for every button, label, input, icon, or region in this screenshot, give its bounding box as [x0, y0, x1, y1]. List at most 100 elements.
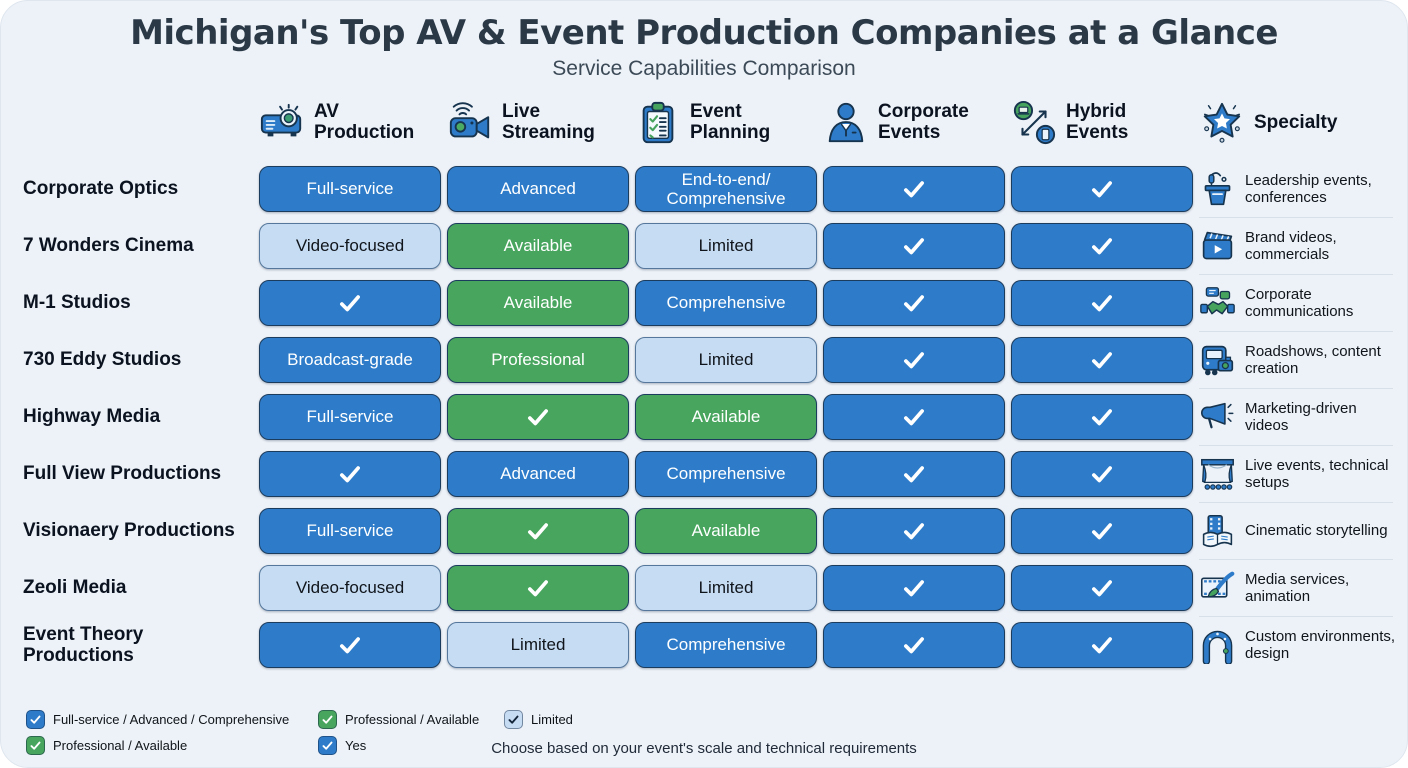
check-icon [1089, 233, 1115, 259]
capability-cell: Comprehensive [635, 451, 817, 497]
specialty-text: Media services, animation [1245, 570, 1350, 605]
legend-checkbox-icon [504, 710, 523, 729]
capability-cell-text: Comprehensive [666, 635, 786, 655]
capability-cell [823, 280, 1005, 326]
specialty-text: Live events, technical setups [1245, 456, 1389, 491]
capability-cell-text: Advanced [500, 179, 576, 199]
specialty-text: Corporate communications [1245, 285, 1354, 320]
check-icon [337, 290, 363, 316]
capability-cell [447, 508, 629, 554]
capability-cell: Professional [447, 337, 629, 383]
check-icon [901, 290, 927, 316]
company-label: Corporate Optics [23, 178, 179, 200]
capability-cell-text: Limited [510, 635, 566, 655]
specialty-cell: Corporate communications [1199, 280, 1403, 332]
capability-cell-text: Full-service [306, 179, 394, 199]
page-subtitle: Service Capabilities Comparison [552, 57, 856, 80]
column-header-live-streaming: Live Streaming [447, 100, 629, 146]
legend-checkbox-icon [26, 710, 45, 729]
check-icon [525, 404, 551, 430]
capability-cell-text: End-to-end/ Comprehensive [666, 169, 786, 208]
capability-cell [447, 394, 629, 440]
legend-label: Yes [345, 738, 367, 753]
check-icon [1089, 176, 1115, 202]
capability-cell: Advanced [447, 451, 629, 497]
check-icon [1089, 290, 1115, 316]
column-header-label: Event Planning [690, 101, 771, 143]
video-camera-icon [447, 100, 493, 146]
projector-icon [259, 100, 305, 146]
capability-cell [1011, 280, 1193, 326]
company-label: 7 Wonders Cinema [23, 235, 194, 257]
column-header-label: Specialty [1254, 111, 1338, 133]
check-icon [29, 713, 42, 726]
capability-cell-text: Professional [491, 350, 585, 370]
capability-cell [1011, 223, 1193, 269]
company-label: M-1 Studios [23, 292, 131, 314]
check-icon [321, 713, 334, 726]
legend-label: Professional / Available [53, 738, 188, 753]
capability-cell-text: Video-focused [295, 236, 405, 256]
podium-icon [1199, 171, 1236, 208]
check-icon [1089, 347, 1115, 373]
capability-cell [823, 166, 1005, 212]
company-label: Visionaery Productions [23, 520, 235, 542]
specialty-cell: Roadshows, content creation [1199, 337, 1403, 389]
column-header-label: Live Streaming [502, 101, 595, 143]
capability-cell [1011, 394, 1193, 440]
capability-cell-text: Available [503, 293, 573, 313]
check-icon [901, 176, 927, 202]
comparison-table: AV Production Live Streaming Event Plannin… [1, 81, 1407, 668]
capability-cell: Limited [635, 223, 817, 269]
capability-cell-text: Comprehensive [666, 293, 786, 313]
capability-cell [823, 451, 1005, 497]
capability-cell: Available [635, 508, 817, 554]
capability-cell [1011, 565, 1193, 611]
capability-cell [259, 622, 441, 668]
capability-cell [823, 508, 1005, 554]
check-icon [1089, 575, 1115, 601]
legend-item: Yes [318, 736, 504, 755]
capability-cell [823, 394, 1005, 440]
capability-cell-text: Limited [698, 236, 754, 256]
legend-checkbox-icon [26, 736, 45, 755]
check-icon [1089, 518, 1115, 544]
specialty-cell: Media services, animation [1199, 565, 1403, 617]
legend-label: Professional / Available [345, 712, 480, 727]
legend-checkbox-icon [318, 736, 337, 755]
check-icon [1089, 461, 1115, 487]
column-header-corporate-events: Corporate Events [823, 100, 1005, 146]
book-film-icon [1199, 513, 1236, 550]
capability-cell: Comprehensive [635, 622, 817, 668]
company-label: Event Theory Productions [23, 623, 144, 666]
star-icon [1199, 100, 1245, 146]
capability-cell: Video-focused [259, 565, 441, 611]
specialty-text: Marketing-driven videos [1245, 399, 1357, 434]
capability-cell-text: Video-focused [295, 578, 405, 598]
column-header-event-planning: Event Planning [635, 100, 817, 146]
capability-cell: Available [635, 394, 817, 440]
check-icon [901, 347, 927, 373]
capability-cell-text: Advanced [500, 464, 576, 484]
legend-label: Limited [531, 712, 573, 727]
capability-cell: Advanced [447, 166, 629, 212]
column-header-hybrid-events: Hybrid Events [1011, 100, 1193, 146]
legend-item: Professional / Available [318, 710, 504, 729]
company-label: Zeoli Media [23, 577, 127, 599]
capability-cell-text: Limited [698, 578, 754, 598]
legend-item: Professional / Available [26, 736, 318, 755]
column-header-label: AV Production [314, 101, 415, 143]
check-icon [525, 575, 551, 601]
check-icon [901, 233, 927, 259]
company-label: Highway Media [23, 406, 161, 428]
check-icon [901, 461, 927, 487]
footnote: Choose based on your event's scale and t… [491, 740, 917, 757]
capability-cell: Limited [635, 337, 817, 383]
specialty-text: Brand videos, commercials [1245, 228, 1337, 263]
specialty-text: Custom environments, design [1245, 627, 1396, 662]
capability-cell: Full-service [259, 166, 441, 212]
capability-cell [259, 451, 441, 497]
column-header-label: Hybrid Events [1066, 101, 1129, 143]
